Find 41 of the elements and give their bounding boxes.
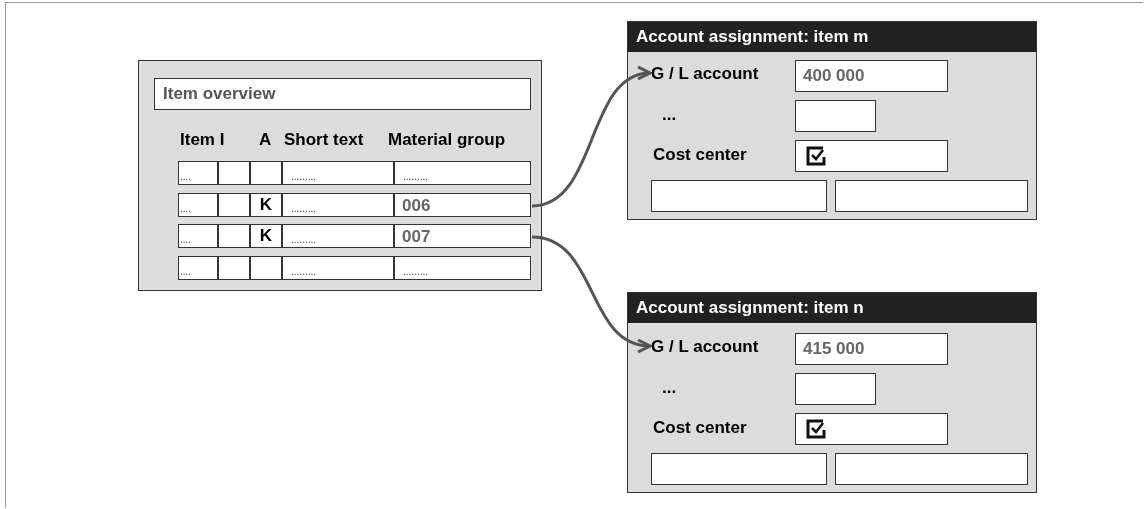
field-label: Cost center <box>653 418 747 438</box>
input-field <box>795 413 948 445</box>
column-header: Item I <box>180 130 225 150</box>
field-label: G / L account <box>651 333 759 357</box>
account-assignment-panel <box>627 292 1037 493</box>
input-field: 400 000 <box>795 60 948 92</box>
panel-header: Account assignment: item n <box>628 293 1036 323</box>
field-label: Cost center <box>653 145 747 165</box>
input-field: 415 000 <box>795 333 948 365</box>
table-cell: ......... <box>394 256 531 280</box>
input-field <box>795 373 876 405</box>
table-cell: K <box>250 224 282 248</box>
field-label: ... <box>662 105 677 125</box>
arrow <box>531 235 652 352</box>
table-cell: .... <box>178 193 218 217</box>
column-header: Material group <box>388 130 506 150</box>
table-cell: K <box>250 193 282 217</box>
input-field <box>795 140 948 172</box>
field-label: ... <box>662 378 677 398</box>
table-cell: ......... <box>282 193 394 217</box>
account-assignment-panel <box>627 21 1037 220</box>
table-cell: 006 <box>394 193 531 217</box>
panel-header: Account assignment: item m <box>628 22 1036 52</box>
input-field <box>651 180 827 212</box>
table-cell: ......... <box>282 161 394 185</box>
panel-heading: Item overview <box>154 78 531 110</box>
table-cell: .... <box>178 256 218 280</box>
table-cell: .... <box>178 161 218 185</box>
field-label: G / L account <box>651 60 759 84</box>
input-field <box>835 180 1028 212</box>
table-cell: .... <box>178 224 218 248</box>
table-cell: ......... <box>282 256 394 280</box>
input-field <box>795 100 876 132</box>
table-cell: 007 <box>394 224 531 248</box>
column-header: A <box>259 130 272 150</box>
input-field <box>835 453 1028 485</box>
column-header: Short text <box>284 130 364 150</box>
arrow <box>531 67 652 208</box>
table-cell: ......... <box>282 224 394 248</box>
table-cell: ......... <box>394 161 531 185</box>
input-field <box>651 453 827 485</box>
